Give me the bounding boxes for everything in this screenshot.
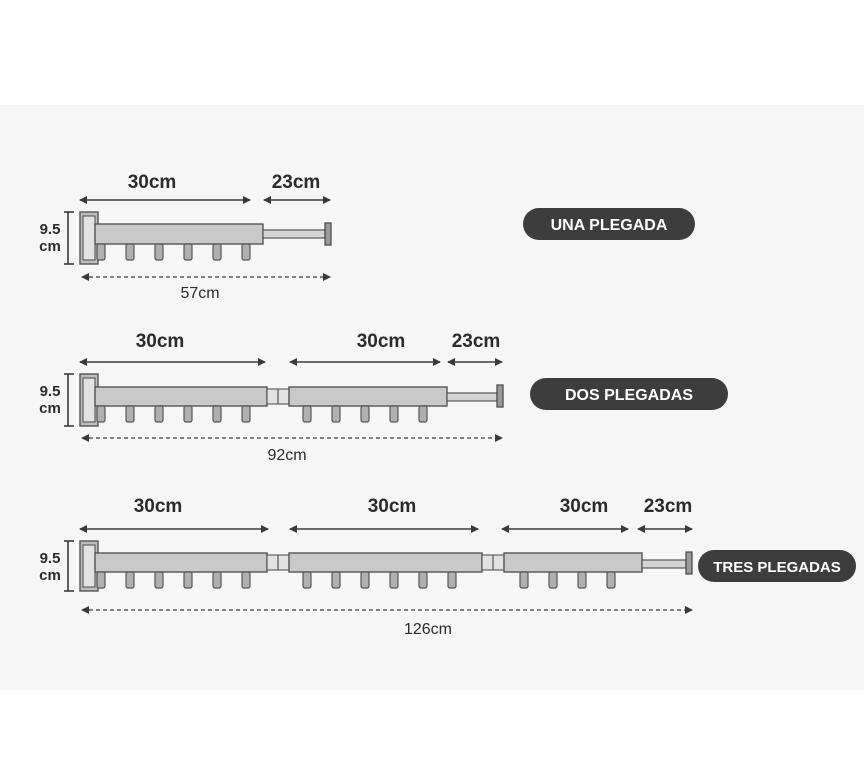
hooks <box>96 243 251 261</box>
hook <box>154 243 164 261</box>
hook <box>331 405 341 423</box>
hooks <box>96 405 428 423</box>
badge-dos-plegadas: DOS PLEGADAS <box>530 378 728 410</box>
hooks <box>96 571 616 589</box>
badge-tres-plegadas: TRES PLEGADAS <box>698 550 856 582</box>
config-dos-plegadas: 30cm 30cm 23cm 9.5 cm <box>39 331 728 464</box>
arm-segment <box>288 386 448 407</box>
total-label: 57cm <box>180 285 219 302</box>
badge-label: TRES PLEGADAS <box>713 559 841 576</box>
segment-2-label: 30cm <box>368 496 417 517</box>
hook <box>154 405 164 423</box>
arm-segment <box>94 552 268 573</box>
hook <box>125 243 135 261</box>
config-una-plegada: 30cm 23cm 9.5 cm 57cm UNA PLEGADA <box>39 172 695 302</box>
badge-background <box>530 378 728 410</box>
extension-rod <box>446 392 498 402</box>
hook <box>418 571 428 589</box>
segment-1-label: 30cm <box>134 496 183 517</box>
hook <box>577 571 587 589</box>
config-tres-plegadas: 30cm 30cm 30cm 23cm 9.5 cm <box>39 496 856 638</box>
hook <box>96 571 106 589</box>
badge-background <box>523 208 695 240</box>
badge-label: UNA PLEGADA <box>551 217 668 234</box>
total-label: 126cm <box>404 621 452 638</box>
badge-background <box>698 550 856 582</box>
hook <box>331 571 341 589</box>
hook <box>183 405 193 423</box>
end-stop <box>496 384 504 408</box>
extension-label: 23cm <box>452 331 501 352</box>
hook <box>447 571 457 589</box>
end-stop <box>324 222 332 246</box>
hook <box>241 405 251 423</box>
hook <box>96 243 106 261</box>
hook <box>418 405 428 423</box>
hook <box>606 571 616 589</box>
hook <box>302 405 312 423</box>
hook <box>302 571 312 589</box>
arm-segment <box>94 386 268 407</box>
badge-label: DOS PLEGADAS <box>565 387 693 404</box>
hook <box>125 405 135 423</box>
hook <box>154 571 164 589</box>
end-stop <box>685 551 693 575</box>
hook <box>212 243 222 261</box>
segment-1-label: 30cm <box>128 172 177 193</box>
hook <box>241 243 251 261</box>
segment-2-label: 30cm <box>357 331 406 352</box>
extension-label: 23cm <box>644 496 693 517</box>
hook <box>183 243 193 261</box>
hook <box>389 405 399 423</box>
height-unit: cm <box>39 400 61 417</box>
hook <box>360 571 370 589</box>
hook <box>548 571 558 589</box>
hook <box>125 571 135 589</box>
extension-rod <box>262 229 326 239</box>
hook <box>360 405 370 423</box>
hook <box>519 571 529 589</box>
extension-rod <box>641 559 687 569</box>
hook <box>212 571 222 589</box>
height-value: 9.5 <box>40 221 61 238</box>
badge-una-plegada: UNA PLEGADA <box>523 208 695 240</box>
arm-segment <box>288 552 483 573</box>
hook <box>241 571 251 589</box>
hook <box>96 405 106 423</box>
extension-label: 23cm <box>272 172 321 193</box>
height-unit: cm <box>39 567 61 584</box>
arm-segment <box>94 223 264 245</box>
segment-3-label: 30cm <box>560 496 609 517</box>
height-unit: cm <box>39 238 61 255</box>
height-value: 9.5 <box>40 550 61 567</box>
hook <box>212 405 222 423</box>
segment-1-label: 30cm <box>136 331 185 352</box>
hook <box>183 571 193 589</box>
arm-segment <box>503 552 643 573</box>
hook <box>389 571 399 589</box>
total-label: 92cm <box>267 447 306 464</box>
height-value: 9.5 <box>40 383 61 400</box>
